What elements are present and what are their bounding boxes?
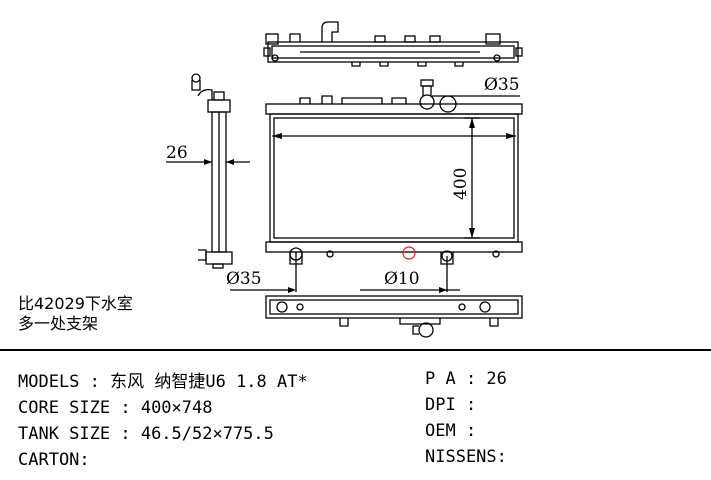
spec-models: MODELS : 东风 纳智捷U6 1.8 AT* [18,371,308,393]
top-tank-view [263,21,523,67]
spec-tank-size: TANK SIZE : 46.5/52×775.5 [18,423,274,445]
core-size-label: CORE SIZE : [18,398,141,418]
bottom-tank-view [265,295,523,338]
dim-inlet-35: Ø35 [484,75,520,95]
side-view [191,73,233,269]
dim-drain-10: Ø10 [384,269,420,289]
tank-size-value: 46.5/52×775.5 [140,424,274,444]
dim-core-height-400: 400 [451,168,471,200]
dpi-label: DPI : [425,395,487,415]
core-size-value: 400×748 [140,398,213,418]
tank-size-label: TANK SIZE : [18,424,141,444]
note-text: 比42029下水室 多一处支架 [18,294,133,334]
spec-carton: CARTON: [18,449,90,471]
models-label: MODELS : [18,372,111,392]
spec-oem: OEM : [425,420,486,442]
separator-line [0,349,711,351]
radiator-drawing: 26 400 Ø35 Ø35 Ø10 [166,21,523,338]
front-view [265,79,523,265]
note-line-1: 比42029下水室 [18,294,133,313]
oem-label: OEM : [425,421,487,441]
note-line-2: 多一处支架 [18,314,99,333]
models-value: 东风 纳智捷U6 1.8 AT* [110,372,308,392]
carton-label: CARTON: [18,450,90,470]
dim-width-26: 26 [166,143,188,163]
spec-dpi: DPI : [425,394,486,416]
pa-value: 26 [486,369,507,389]
drain-marker-circle [402,246,416,260]
spec-nissens: NISSENS: [425,446,507,468]
dim-outlet-35: Ø35 [226,269,262,289]
spec-pa: P A : 26 [425,368,507,390]
spec-core-size: CORE SIZE : 400×748 [18,397,212,419]
dimension-arrows [204,118,516,293]
pa-label: P A : [425,369,487,389]
nissens-label: NISSENS: [425,447,507,467]
